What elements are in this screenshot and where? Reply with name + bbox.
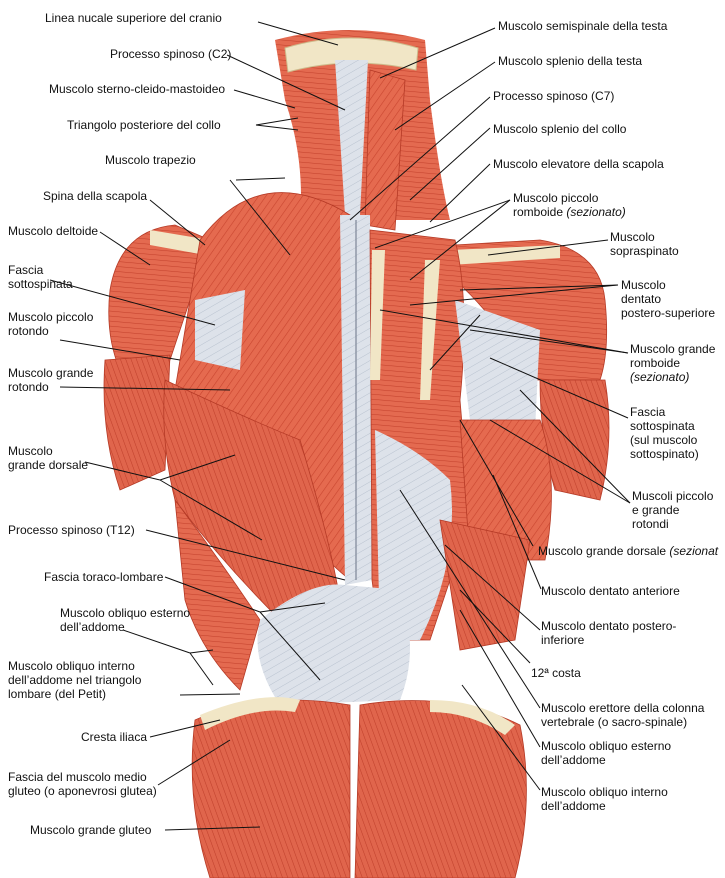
label-obliquo-interno: Muscolo obliquo interno dell’addome nel … [8,659,141,701]
label-piccolo-rotondo-line2: rotondo [8,324,49,338]
label-linea-nucale: Linea nucale superiore del cranio [45,11,222,25]
label-processo-t12: Processo spinoso (T12) [8,523,135,537]
label-grande-romboide-line2: romboide [630,356,681,370]
label-piccolo-romboide-word: romboide [513,205,564,219]
label-grande-rotondo-line1: Muscolo grande [8,366,94,380]
label-dentato-ps-line3: postero-superiore [621,306,716,320]
label-grande-dorsale-line1: Muscolo [8,444,53,458]
label-fascia-gluteo: Fascia del muscolo medio gluteo (o apone… [8,770,157,798]
label-dentato-pi-line2: inferiore [541,633,585,647]
deltoid-right [450,239,610,501]
label-obliquo-interno-line3: lombare (del Petit) [8,687,107,701]
label-semispinale: Muscolo semispinale della testa [498,19,668,33]
right-deep-muscles [369,229,552,651]
label-obliquo-esterno-right: Muscolo obliquo esterno dell’addome [541,739,671,767]
label-fascia-gluteo-line2: gluteo (o aponevrosi glutea) [8,784,157,798]
label-grande-dorsale: Muscolo grande dorsale [8,444,88,472]
label-cresta-iliaca: Cresta iliaca [81,730,148,744]
label-splenio-collo: Muscolo splenio del collo [493,122,627,136]
label-obl-est-r-line2: dell’addome [541,753,606,767]
label-erettore-line2: vertebrale (o sacro-spinale) [541,715,688,729]
label-obliquo-esterno: Muscolo obliquo esterno dell’addome [60,606,190,634]
label-fascia-gluteo-line1: Fascia del muscolo medio [8,770,147,784]
label-fascia-sottospinata-right: Fascia sottospinata (sul muscolo sottosp… [630,405,699,461]
label-fascia-sottospinata: Fascia sottospinata [8,263,73,291]
spine-region [340,215,372,585]
label-obliquo-esterno-line2: dell’addome [60,620,125,634]
label-grande-dorsale-r-word: Muscolo grande dorsale [538,544,667,558]
label-obl-int-r-line1: Muscolo obliquo interno [541,785,668,799]
label-grande-dorsale-line2: grande dorsale [8,458,89,472]
label-fascia-sottospinata-line2: sottospinata [8,277,73,291]
label-rotondi-line1: Muscoli piccolo [632,489,714,503]
label-processo-c2: Processo spinoso (C2) [110,47,232,61]
label-processo-c7: Processo spinoso (C7) [493,89,615,103]
label-fascia-toraco: Fascia toraco-lombare [44,570,164,584]
gluteus-right [354,700,527,878]
label-sopraspinato-line2: sopraspinato [610,244,679,258]
label-dentato-ps-line2: dentato [621,292,662,306]
label-deltoide: Muscolo deltoide [8,224,99,238]
label-obliquo-interno-line1: Muscolo obliquo interno [8,659,135,673]
trapezius-latissimus-left [163,192,351,691]
label-dentato-pi-line1: Muscolo dentato postero- [541,619,677,633]
label-fascia-sottospinata-line1: Fascia [8,263,44,277]
label-piccolo-rotondo: Muscolo piccolo rotondo [8,310,93,338]
gluteus-left [191,697,351,878]
label-dentato-anteriore: Muscolo dentato anteriore [541,584,680,598]
label-obl-est-r-line1: Muscolo obliquo esterno [541,739,672,753]
label-grande-dorsale-right: Muscolo grande dorsale (sezionat [538,544,718,558]
label-grande-gluteo: Muscolo grande gluteo [30,823,152,837]
label-sopraspinato: Muscolo sopraspinato [610,230,679,258]
label-triangolo-collo: Triangolo posteriore del collo [67,118,221,132]
label-elevatore: Muscolo elevatore della scapola [493,157,664,171]
label-grande-rotondo: Muscolo grande rotondo [8,366,93,394]
label-sezionato-2: (sezionato) [630,370,690,384]
label-trapezio: Muscolo trapezio [105,153,196,167]
label-spina-scapola: Spina della scapola [43,189,148,203]
label-dentato-postero-superiore: Muscolo dentato postero-superiore [621,278,715,320]
label-obliquo-interno-line2: dell’addome nel triangolo [8,673,142,687]
label-splenio-testa: Muscolo splenio della testa [498,54,643,68]
thoracolumbar-fascia [257,584,410,705]
label-grande-rotondo-line2: rotondo [8,380,49,394]
label-piccolo-grande-rotondi: Muscoli piccolo e grande rotondi [632,489,713,531]
label-obl-int-r-line2: dell’addome [541,799,606,813]
label-fascia-r-line3: (sul muscolo [630,433,698,447]
label-sterno-cleido: Muscolo sterno-cleido-mastoideo [49,82,226,96]
label-obliquo-interno-right: Muscolo obliquo interno dell’addome [541,785,668,813]
label-rotondi-line2: e grande [632,503,680,517]
label-piccolo-rotondo-line1: Muscolo piccolo [8,310,94,324]
label-piccolo-romboide-line2: romboide (sezionato) [513,205,626,219]
label-erettore-line1: Muscolo erettore della colonna [541,701,705,715]
label-obliquo-esterno-line1: Muscolo obliquo esterno [60,606,191,620]
leader-lines [49,21,631,831]
label-fascia-r-line2: sottospinata [630,419,695,433]
label-sezionato-1: (sezionato) [566,205,626,219]
label-piccolo-romboide-line1: Muscolo piccolo [513,191,599,205]
label-fascia-r-line4: sottospinato) [630,447,699,461]
label-dentato-ps-line1: Muscolo [621,278,666,292]
label-dentato-postero-inferiore: Muscolo dentato postero- inferiore [541,619,676,647]
label-costa: 12ª costa [531,666,581,680]
neck-region [275,30,450,231]
label-grande-romboide-line1: Muscolo grande [630,342,716,356]
label-grande-romboide: Muscolo grande romboide (sezionato) [630,342,715,384]
label-erettore: Muscolo erettore della colonna vertebral… [541,701,704,729]
label-piccolo-romboide: Muscolo piccolo romboide (sezionato) [513,191,626,219]
label-sezionato-3: (sezionat [669,544,719,558]
label-fascia-r-line1: Fascia [630,405,666,419]
label-sopraspinato-line1: Muscolo [610,230,655,244]
label-rotondi-line3: rotondi [632,517,669,531]
